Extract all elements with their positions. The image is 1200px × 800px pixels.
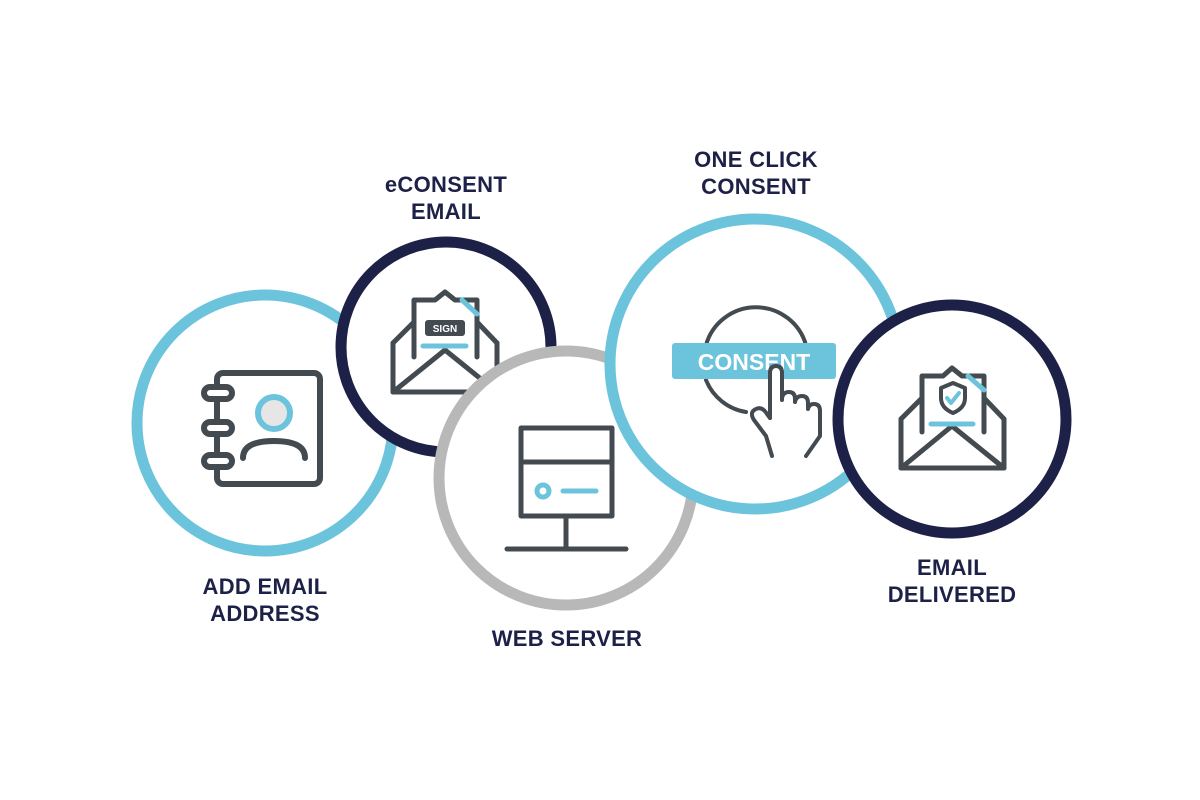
pointer-finger bbox=[768, 364, 784, 420]
consent-button bbox=[672, 343, 836, 379]
label-line: EMAIL bbox=[411, 199, 481, 224]
sign-badge-label: SIGN bbox=[433, 324, 457, 335]
label-line: WEB SERVER bbox=[491, 626, 643, 651]
label-line: EMAIL bbox=[917, 555, 987, 580]
label-line: CONSENT bbox=[701, 174, 811, 199]
label-line: ADDRESS bbox=[210, 601, 320, 626]
consent-button-label: CONSENT bbox=[698, 349, 810, 375]
label-add-email-address: ADD EMAIL ADDRESS bbox=[175, 573, 355, 627]
label-web-server: WEB SERVER bbox=[467, 625, 667, 652]
step-email-delivered bbox=[832, 299, 1072, 539]
click-hand-icon bbox=[704, 305, 822, 458]
label-econsent-email: eCONSENT EMAIL bbox=[366, 171, 526, 225]
label-line: DELIVERED bbox=[887, 582, 1017, 607]
address-book-icon bbox=[201, 370, 323, 487]
label-one-click-consent: ONE CLICK CONSENT bbox=[666, 146, 846, 200]
envelope-shield-icon bbox=[898, 365, 1007, 471]
label-line: ONE CLICK bbox=[694, 147, 818, 172]
label-line: ADD EMAIL bbox=[202, 574, 328, 599]
label-line: eCONSENT bbox=[384, 172, 508, 197]
server-icon bbox=[504, 425, 629, 552]
sign-badge bbox=[425, 320, 465, 336]
label-email-delivered: EMAIL DELIVERED bbox=[862, 554, 1042, 608]
